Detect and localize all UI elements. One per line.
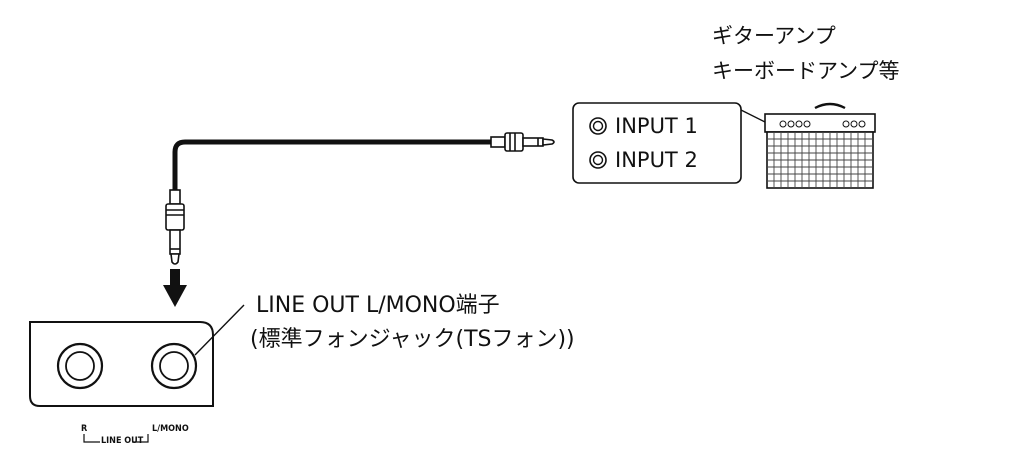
amp-title-line2: キーボードアンプ等 — [712, 59, 900, 83]
jack-label-line2: (標準フォンジャック(TSフォン)) — [250, 327, 575, 352]
input-panel — [572, 102, 742, 184]
input-1-label: INPUT 1 — [615, 114, 698, 138]
callout-line — [740, 109, 766, 123]
amp-title-line1: ギターアンプ — [712, 24, 836, 48]
jack-leader-line — [194, 304, 245, 356]
panel-label-r: R — [81, 424, 88, 434]
line-out-plug — [165, 189, 185, 265]
audio-cable — [172, 139, 495, 195]
jack-label-line1: LINE OUT L/MONO端子 — [256, 293, 500, 318]
insert-arrow — [163, 269, 187, 307]
line-out-bracket — [83, 434, 149, 443]
input-2-label: INPUT 2 — [615, 148, 698, 172]
jack-r-icon — [56, 342, 104, 390]
jack-l-mono-icon — [150, 342, 198, 390]
panel-label-line-out: LINE OUT — [101, 436, 144, 446]
amp-icon — [764, 102, 876, 189]
amp-plug — [490, 132, 555, 152]
line-out-panel — [29, 304, 245, 443]
panel-label-l-mono: L/MONO — [152, 424, 189, 434]
